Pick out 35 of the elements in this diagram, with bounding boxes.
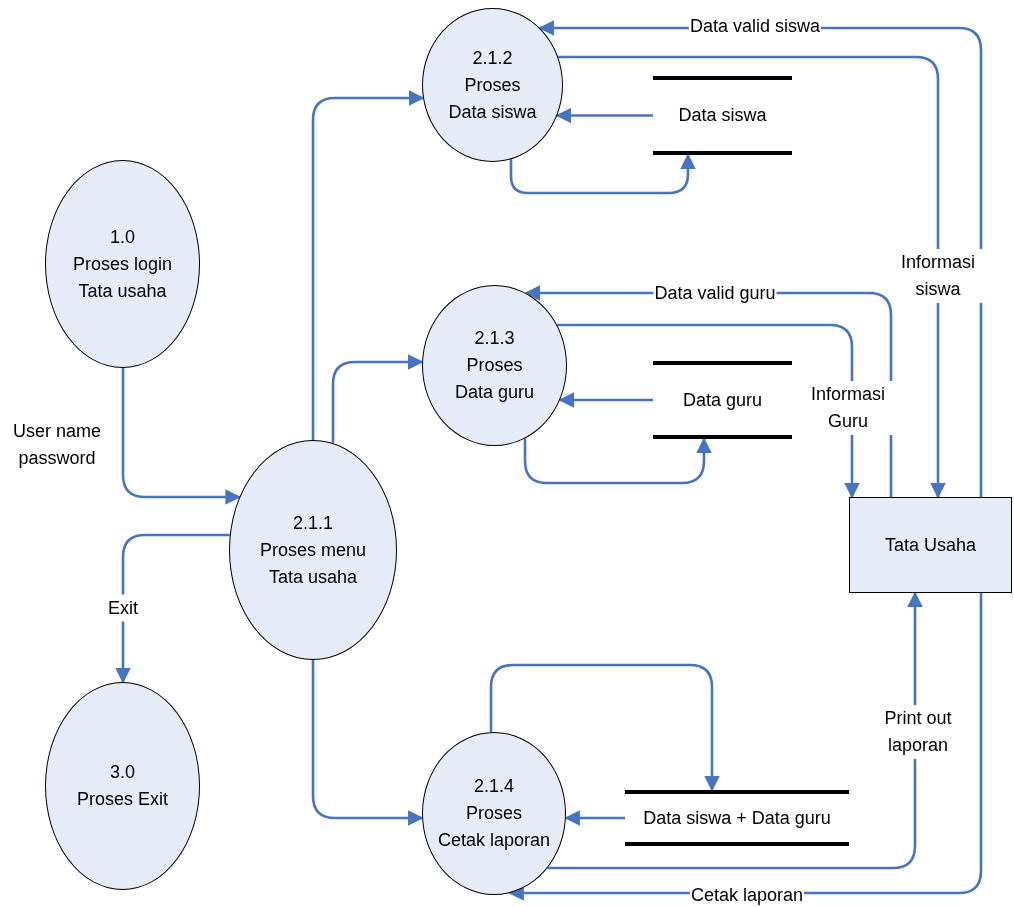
data-store-name: Data siswa <box>678 104 767 127</box>
process-name: Cetak laporan <box>437 829 551 852</box>
process-number: 2.1.1 <box>292 511 333 535</box>
arrow <box>558 55 946 499</box>
edge-label: User name password <box>12 420 102 470</box>
process-name: Proses login Tata usaha <box>71 252 174 303</box>
arrow <box>547 591 923 870</box>
process-number: 1.0 <box>110 225 135 249</box>
external-entity-box <box>849 497 1012 593</box>
arrow <box>557 323 860 499</box>
process-number: 2.1.2 <box>472 46 513 70</box>
data-store-name: Data guru <box>682 388 763 412</box>
arrow <box>115 533 230 684</box>
arrow <box>311 90 425 440</box>
data-store <box>653 76 792 155</box>
process-number: 2.1.3 <box>474 327 515 350</box>
arrow <box>489 663 720 792</box>
data-store-name: Data siswa + Data guru <box>643 806 831 830</box>
arrow <box>331 354 424 444</box>
data-store <box>653 361 792 439</box>
process-number: 2.1.4 <box>473 775 514 798</box>
data-store <box>625 790 849 846</box>
process-name: Proses Data guru <box>453 354 536 404</box>
arrow <box>509 153 696 195</box>
process-name: Proses Data siswa <box>447 73 538 124</box>
arrow <box>311 660 424 826</box>
process-name: Proses <box>466 802 522 825</box>
arrow <box>564 810 625 826</box>
process-name: Proses Exit <box>77 788 168 811</box>
arrow <box>121 368 241 505</box>
process-name: Proses menu Tata usaha <box>258 538 368 589</box>
entity-name: Tata Usaha <box>884 533 977 557</box>
arrow <box>523 437 712 485</box>
edge-label: Exit <box>107 594 139 622</box>
process-number: 3.0 <box>110 761 135 784</box>
